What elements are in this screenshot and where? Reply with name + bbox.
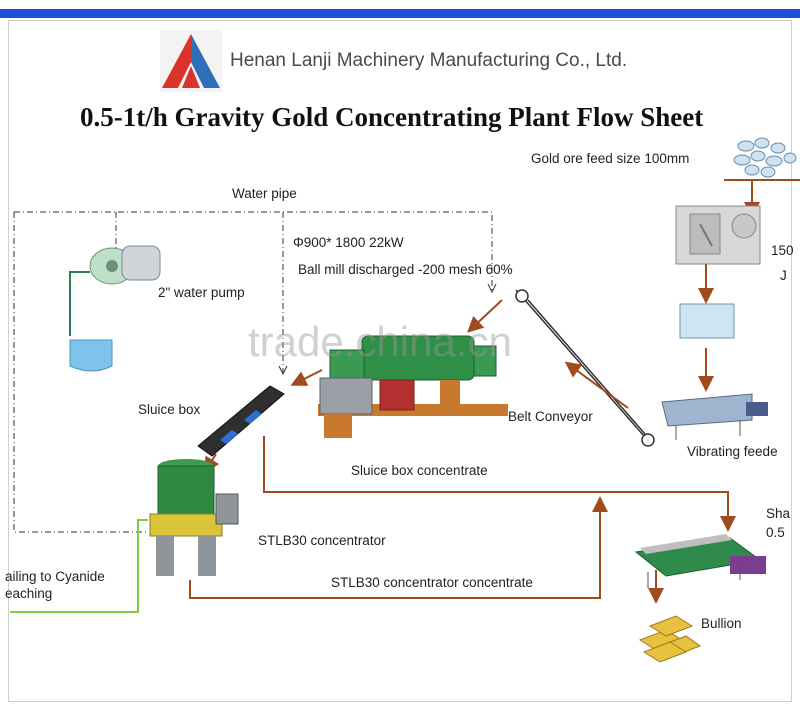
feed-hopper-icon (679, 303, 735, 339)
tailing-label-line1: ailing to Cyanide (5, 569, 105, 584)
content-frame (8, 20, 792, 702)
tailing-label-line2: eaching (5, 586, 53, 601)
shaking-table-label: Sha (766, 506, 791, 521)
stlb30-concentrate-flow (189, 496, 608, 599)
sluice-concentrate-label: Sluice box concentrate (351, 463, 488, 478)
stlb30-concentrator-icon (149, 459, 239, 576)
header-blue-bar (0, 9, 800, 18)
page-title: 0.5-1t/h Gravity Gold Concentrating Plan… (80, 102, 704, 132)
sluice-concentrate-flow (263, 436, 736, 532)
water-pump-icon (89, 245, 161, 285)
tailing-flow (10, 519, 148, 613)
ball-mill-discharge-label: Ball mill discharged -200 mesh 60% (298, 262, 513, 277)
bullion-label: Bullion (701, 616, 742, 631)
water-pump-label: 2" water pump (158, 285, 245, 300)
stlb30-label: STLB30 concentrator (258, 533, 386, 548)
water-supply-line (69, 271, 90, 336)
water-pipe-label: Water pipe (232, 186, 297, 201)
stlb30-concentrate-label: STLB30 concentrator concentrate (331, 575, 533, 590)
ball-mill-icon (318, 335, 508, 438)
company-name: Henan Lanji Machinery Manufacturing Co.,… (230, 50, 628, 71)
feed-size-label: Gold ore feed size 100mm (531, 151, 690, 166)
shaking-table-icon (634, 534, 766, 588)
ball-mill-spec-label: Φ900* 1800 22kW (293, 235, 404, 250)
water-tank-icon (69, 339, 113, 372)
sluice-box-icon (197, 385, 285, 457)
belt-conveyor-label: Belt Conveyor (508, 409, 593, 424)
jaw-crusher-name-label: J (780, 268, 787, 283)
window-title-bar (0, 0, 800, 22)
vibrating-feeder-label: Vibrating feede (687, 444, 778, 459)
vibrating-feeder-icon (661, 393, 768, 440)
company-logo (160, 30, 222, 92)
jaw-crusher-size-label: 150 (771, 243, 794, 258)
shaking-table-size-label: 0.5 (766, 525, 785, 540)
sluice-box-label: Sluice box (138, 402, 201, 417)
watermark: trade.china.cn (248, 318, 512, 365)
jaw-crusher-icon (675, 205, 761, 265)
water-pipe-loop (13, 211, 493, 533)
bullion-icon (638, 615, 702, 663)
ore-pile-icon (733, 137, 797, 178)
